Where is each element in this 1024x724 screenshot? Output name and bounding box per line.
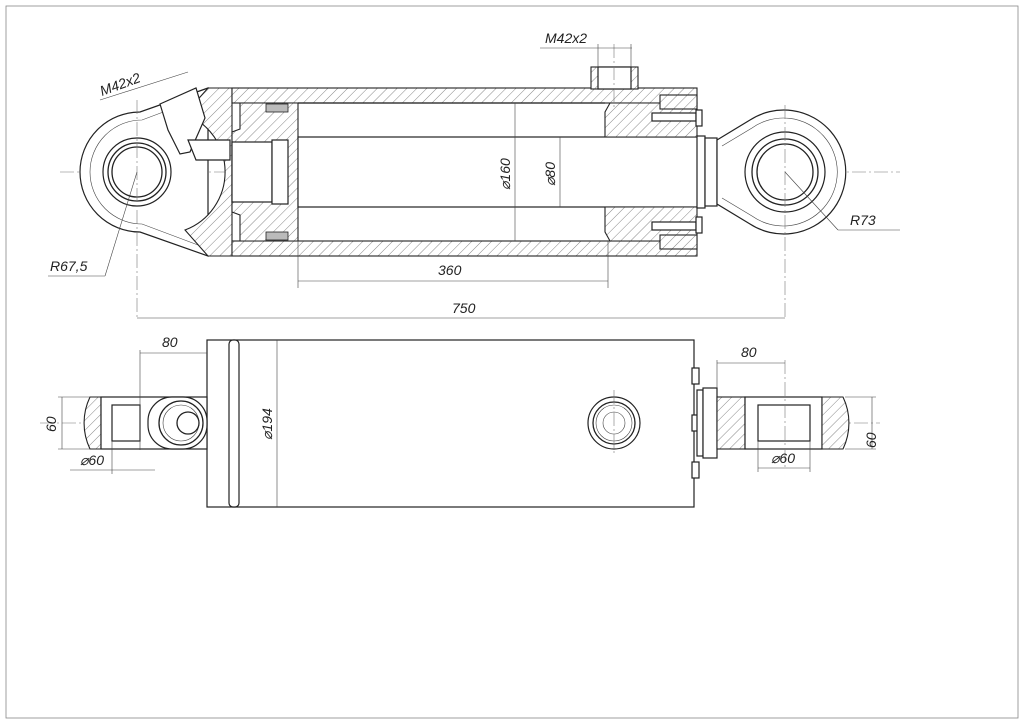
dim-tube-od: ⌀194 xyxy=(259,408,275,440)
dim-right-pin: ⌀60 xyxy=(771,450,795,466)
dim-stroke: 360 xyxy=(438,262,462,278)
dim-right-width: 60 xyxy=(863,432,879,448)
dim-bore: ⌀160 xyxy=(497,158,513,190)
dim-left-pin: ⌀60 xyxy=(80,452,104,468)
external-dimensions: ⌀194 80 60 ⌀60 80 60 ⌀60 xyxy=(43,334,879,507)
section-view xyxy=(60,44,900,320)
dim-overall: 750 xyxy=(452,300,476,316)
dim-left-width: 60 xyxy=(43,416,59,432)
dim-radius-left: R67,5 xyxy=(50,258,88,274)
sheet-frame xyxy=(5,5,1019,719)
dim-right-offset: 80 xyxy=(741,344,757,360)
dim-left-offset: 80 xyxy=(162,334,178,350)
dim-rod: ⌀80 xyxy=(542,162,558,186)
dim-thread-top: M42x2 xyxy=(545,30,587,46)
dim-thread-left: M42x2 xyxy=(98,69,143,98)
external-view xyxy=(40,339,880,508)
dim-radius-right: R73 xyxy=(850,212,876,228)
section-dimensions: 360 750 ⌀160 ⌀80 M42x2 M42x2 R67,5 R73 xyxy=(48,30,900,319)
